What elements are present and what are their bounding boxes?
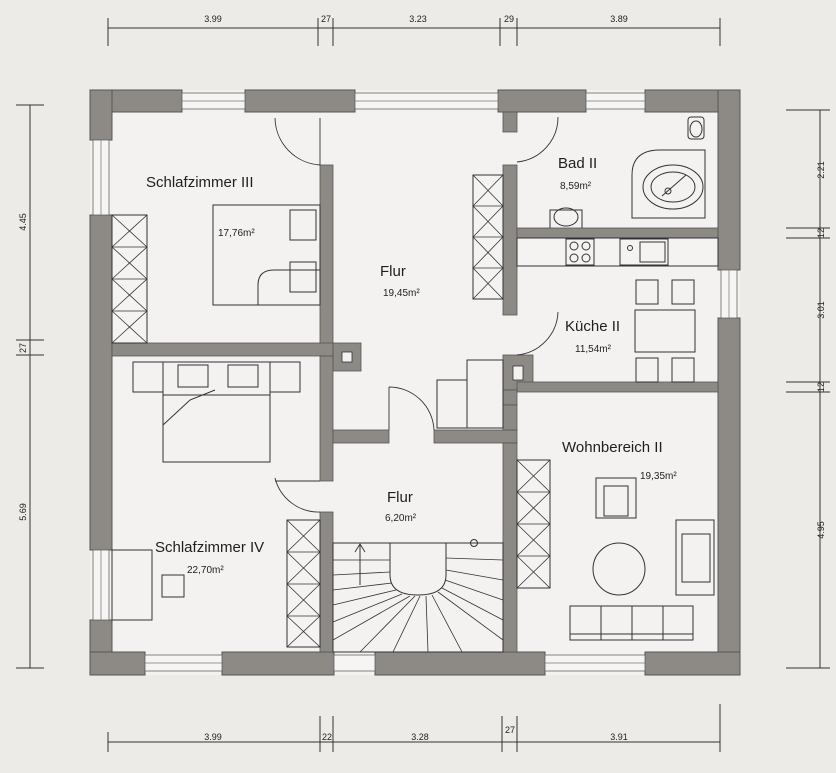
dim-top-3: 3.23: [409, 14, 427, 24]
dim-bottom-5: 3.91: [610, 732, 628, 742]
bathroom-furniture: [549, 116, 706, 228]
wardrobe-iv: [286, 519, 321, 648]
dimension-lines: [16, 18, 830, 752]
dim-left-3: 5.69: [18, 503, 28, 521]
room-name-flur-lower: Flur: [387, 489, 413, 506]
dim-bottom-2: 22: [322, 732, 332, 742]
dim-right-4: 12: [816, 382, 826, 392]
room-area-kueche-ii: 11,54m²: [575, 344, 612, 355]
room-name-wohnbereich-ii: Wohnbereich II: [562, 439, 663, 456]
dim-top-4: 29: [504, 14, 514, 24]
bedroom-iv-furniture: [111, 361, 321, 648]
dim-right-1: 2.21: [816, 161, 826, 179]
room-name-schlafzimmer-iii: Schlafzimmer III: [146, 174, 254, 191]
dim-top-1: 3.99: [204, 14, 222, 24]
living-furniture: [516, 459, 715, 641]
exterior-walls: [89, 89, 741, 676]
windows: [92, 92, 738, 672]
room-area-wohnbereich-ii: 19,35m²: [640, 471, 677, 482]
kitchen-furniture: [516, 237, 719, 383]
dim-bottom-3: 3.28: [411, 732, 429, 742]
bedroom-iii-furniture: [111, 204, 321, 344]
dim-left-2: 27: [18, 343, 28, 353]
room-name-schlafzimmer-iv: Schlafzimmer IV: [155, 539, 264, 556]
room-area-schlafzimmer-iii: 17,76m²: [218, 228, 255, 239]
dim-top-5: 3.89: [610, 14, 628, 24]
room-name-flur-upper: Flur: [380, 263, 406, 280]
room-labels: Schlafzimmer III 17,76m² Bad II 8,59m² F…: [146, 155, 677, 576]
room-area-bad-ii: 8,59m²: [560, 181, 592, 192]
dim-top-2: 27: [321, 14, 331, 24]
staircase: [332, 539, 504, 653]
dim-right-3: 3.01: [816, 301, 826, 319]
room-area-schlafzimmer-iv: 22,70m²: [187, 565, 224, 576]
hall-upper-furniture: [341, 174, 524, 429]
dim-right-2: 12: [816, 228, 826, 238]
dim-bottom-1: 3.99: [204, 732, 222, 742]
dim-bottom-4: 27: [505, 725, 515, 735]
dimension-labels: 3.99 27 3.23 29 3.89 3.99 22 3.28 27 3.9…: [18, 14, 826, 742]
room-area-flur-lower: 6,20m²: [385, 513, 417, 524]
dim-left-1: 4.45: [18, 213, 28, 231]
doors: [274, 116, 559, 513]
room-name-bad-ii: Bad II: [558, 155, 597, 172]
dim-right-5: 4.95: [816, 521, 826, 539]
room-name-kueche-ii: Küche II: [565, 318, 620, 335]
room-area-flur-upper: 19,45m²: [383, 288, 420, 299]
